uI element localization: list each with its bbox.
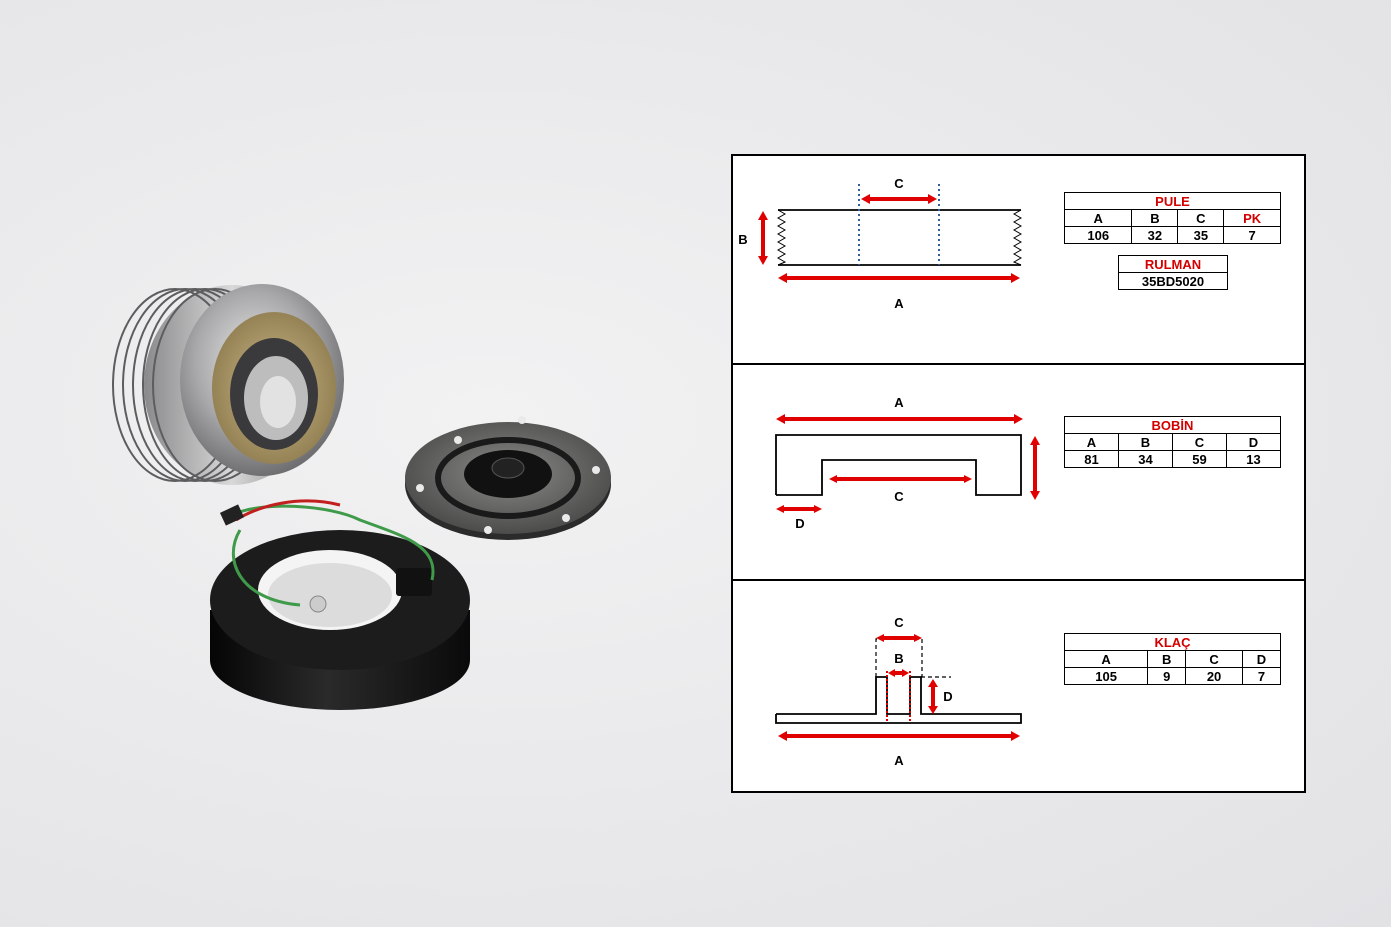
pule-table-title: PULE <box>1064 192 1281 210</box>
bobin-diagram: A C D <box>775 395 1040 531</box>
table-value-cell: 59 <box>1172 450 1227 468</box>
bobin-label-d: D <box>795 516 804 531</box>
table-value-cell: 34 <box>1118 450 1173 468</box>
table-value-cell: 7 <box>1241 667 1282 685</box>
table-header-cell: B <box>1118 433 1173 451</box>
table-header-cell: A <box>1063 209 1133 227</box>
rulman-table: RULMAN 35BD5020 <box>1118 255 1228 290</box>
klac-label-c: C <box>894 615 904 630</box>
klac-table-value-row: 105 9 20 7 <box>1063 667 1282 685</box>
pule-table-value-row: 106 32 35 7 <box>1063 226 1281 244</box>
table-value-cell: 106 <box>1063 226 1133 244</box>
table-value-cell: 9 <box>1147 667 1187 685</box>
klac-table-header-row: A B C D <box>1063 650 1282 668</box>
bobin-label-a: A <box>894 395 904 410</box>
pule-section: C B A PULE A B C PK 106 32 35 7 RULMAN 3… <box>733 156 1304 365</box>
bobin-table-title: BOBİN <box>1064 416 1281 434</box>
bobin-label-c: C <box>894 489 904 504</box>
klac-label-d: D <box>943 689 952 704</box>
table-value-cell: 81 <box>1064 450 1119 468</box>
pule-table-header-row: A B C PK <box>1063 209 1281 227</box>
table-header-cell: A <box>1064 433 1119 451</box>
table-header-cell: PK <box>1223 209 1281 227</box>
pulley-part <box>112 284 344 485</box>
pule-table: PULE A B C PK 106 32 35 7 <box>1063 192 1281 244</box>
table-value-cell: 35 <box>1177 226 1225 244</box>
klac-table: KLAÇ A B C D 105 9 20 7 <box>1063 633 1282 685</box>
spec-sheet-panel: C B A PULE A B C PK 106 32 35 7 RULMAN 3… <box>731 154 1306 793</box>
pule-diagram: C B A <box>738 176 1023 311</box>
klac-label-b: B <box>894 651 903 666</box>
klac-table-title: KLAÇ <box>1064 633 1281 651</box>
pule-label-b: B <box>738 232 747 247</box>
table-header-cell: B <box>1131 209 1179 227</box>
rulman-table-value: 35BD5020 <box>1118 272 1228 290</box>
table-header-cell: D <box>1226 433 1281 451</box>
table-value-cell: 13 <box>1226 450 1281 468</box>
clutch-plate-part <box>405 416 611 540</box>
table-value-cell: 20 <box>1185 667 1243 685</box>
table-header-cell: C <box>1177 209 1225 227</box>
coil-part <box>210 499 470 710</box>
table-header-cell: B <box>1147 650 1187 668</box>
klac-label-a: A <box>894 753 904 768</box>
bobin-table-value-row: 81 34 59 13 <box>1064 450 1281 468</box>
table-value-cell: 105 <box>1063 667 1149 685</box>
klac-section: C B D A KLAÇ A B C D 105 9 20 7 <box>733 579 1304 793</box>
bobin-table: BOBİN A B C D 81 34 59 13 <box>1064 416 1281 468</box>
table-header-cell: D <box>1241 650 1282 668</box>
table-header-cell: C <box>1172 433 1227 451</box>
bobin-table-header-row: A B C D <box>1064 433 1281 451</box>
rulman-table-title: RULMAN <box>1118 255 1228 273</box>
table-value-cell: 32 <box>1131 226 1179 244</box>
product-photo <box>112 284 611 710</box>
pule-label-a: A <box>894 296 904 311</box>
table-header-cell: C <box>1185 650 1243 668</box>
klac-diagram: C B D A <box>775 615 1022 768</box>
bobin-section: A C D BOBİN A B C D 81 34 59 13 <box>733 363 1304 581</box>
pule-label-c: C <box>894 176 904 191</box>
table-header-cell: A <box>1063 650 1149 668</box>
table-value-cell: 7 <box>1223 226 1281 244</box>
